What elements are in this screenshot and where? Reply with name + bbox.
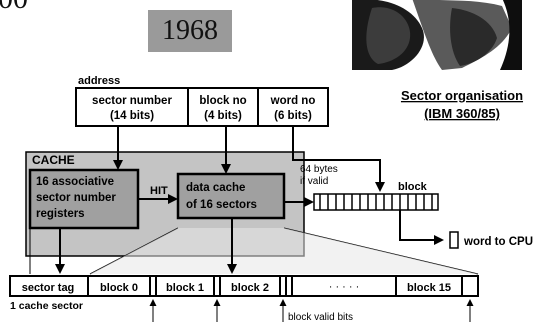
diagram-subheading: (IBM 360/85) [424, 106, 500, 121]
associative-registers-line: 16 associative [36, 176, 114, 188]
sector-caption: 1 cache sector [10, 300, 83, 312]
address-field-bits: (4 bits) [204, 110, 242, 122]
cache-label: CACHE [32, 153, 75, 167]
diagram-heading: Sector organisation [401, 88, 523, 103]
data-cache-line: data cache [186, 182, 245, 194]
block-register [314, 194, 438, 210]
word-to-cpu-label: word to CPU [463, 236, 533, 248]
associative-registers-line: registers [36, 208, 85, 220]
data-cache-line: of 16 sectors [186, 199, 257, 211]
valid-bits-caption: block valid bits [288, 312, 353, 323]
block-cell: block 0 [100, 282, 138, 294]
hit-label: HIT [150, 185, 168, 197]
data-cache-box [178, 174, 284, 218]
block-cell: block 1 [166, 282, 204, 294]
word-to-cpu-arrow [400, 210, 442, 240]
address-label: address [78, 75, 120, 87]
ellipsis-cell: · · · · · [329, 281, 360, 293]
cpu-word-cell [450, 232, 458, 248]
block-register-label: block [398, 181, 428, 193]
transfer-note-line: 64 bytes [300, 164, 338, 175]
address-field-title: word no [270, 95, 316, 107]
address-field-bits: (6 bits) [274, 110, 312, 122]
address-field-title: block no [199, 95, 246, 107]
block-cell: block 15 [407, 282, 451, 294]
address-field-title: sector number [92, 95, 172, 107]
sector-tag-cell: sector tag [22, 282, 75, 294]
transfer-note-line: if valid [300, 176, 328, 187]
block-cell: block 2 [231, 282, 269, 294]
address-field-bits: (14 bits) [110, 110, 154, 122]
associative-registers-line: sector number [36, 192, 116, 204]
